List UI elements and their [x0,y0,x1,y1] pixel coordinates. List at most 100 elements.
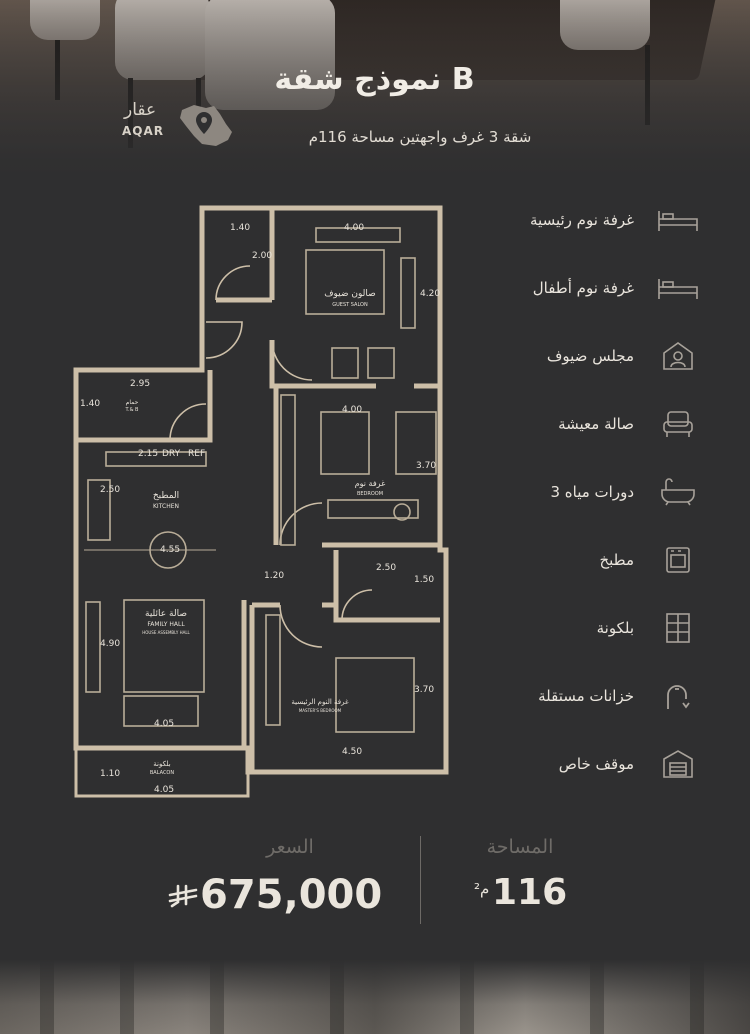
room-label: صالة عائلية [145,609,187,619]
feature-item: صالة معيشة [470,404,700,444]
feature-label: مطبخ [599,551,634,569]
door-arc [205,321,243,359]
room-label: حمام [126,399,139,406]
aqar-logo[interactable]: عقار AQAR [120,100,250,150]
salon-rug [305,249,385,315]
room-label: غرفة النوم الرئيسية [291,698,349,706]
dim: 2.00 [252,251,272,261]
wall-bath-2 [76,370,213,443]
hall-rug [123,599,205,693]
dim: 4.05 [154,785,174,795]
dim: 3.70 [416,461,436,471]
area-unit: م² [474,880,490,898]
feature-label: غرفة نوم رئيسية [530,211,634,229]
logo-english: AQAR [122,124,165,138]
chair-round [393,503,411,521]
room-label-sub: HOUSE ASSEMBLY HALL [142,630,190,635]
hall-sofa-bottom [123,695,199,727]
room-label: غرفة نوم [355,479,386,488]
feature-item: مجلس ضيوف [470,336,700,376]
saudi-map-icon [180,105,232,146]
sofa-icon [656,407,700,441]
wall-bath-3 [333,550,440,623]
wardrobe [280,394,296,546]
dim: 4.20 [420,289,440,299]
bed-icon [656,271,700,305]
feature-item: بلكونة [470,608,700,648]
salon-sofa-top [315,227,401,243]
feature-item: خزانات مستقلة [470,676,700,716]
feature-item: غرفة نوم أطفال [470,268,700,308]
logo-arabic: عقار [124,100,157,120]
dim: 1.10 [100,769,120,779]
master-bed [335,657,415,733]
window-icon [656,611,700,645]
area-value: 116 [492,872,568,913]
wall-bedroom [273,386,440,548]
wall-balcony [74,748,250,798]
price-value: 675,000 [200,872,383,918]
feature-label: بلكونة [596,619,634,637]
area-label: المساحة [486,836,554,858]
dim: 4.05 [154,719,174,729]
kitchen-dry: DRY [162,449,181,459]
room-label: بلكونة [153,760,171,768]
page-title: نموذج شقة B [274,62,476,97]
hero-shade [0,0,750,180]
feature-item: غرفة نوم رئيسية [470,200,700,240]
feature-label: غرفة نوم أطفال [532,279,634,297]
salon-sofa-right [400,257,416,329]
feature-label: مجلس ضيوف [546,347,634,365]
bottom-photo [0,960,750,1034]
feature-label: موقف خاص [558,755,634,773]
feature-label: خزانات مستقلة [538,687,634,705]
feature-label: صالة معيشة [558,415,634,433]
door-arc [279,604,323,648]
hall-sofa [85,601,101,693]
wardrobe [265,614,281,726]
floor-plan: 1.40 2.00 4.00 4.20 2.95 1.40 4.00 3.70 … [73,205,449,798]
bed [395,411,437,475]
door-arc [169,403,207,441]
dim: 4.00 [342,405,362,415]
dim: 1.40 [80,399,100,409]
room-label-en: BALACON [150,770,175,776]
wall-master [249,602,336,772]
kitchen-icon [656,543,700,577]
dim: 2.50 [100,485,120,495]
dim: 2.50 [376,563,396,573]
dim: 2.95 [130,379,150,389]
garage-icon [656,747,700,781]
hero-photo [0,0,750,180]
room-label-en: KITCHEN [153,503,179,510]
room-label-en: GUEST SALON [332,302,368,308]
feature-item: مطبخ [470,540,700,580]
dim: 4.90 [100,639,120,649]
bed-icon [656,203,700,237]
divider [420,836,421,924]
dim: 4.55 [160,545,180,555]
dim: 1.20 [264,571,284,581]
bed [320,411,370,475]
salon-chair [367,347,395,379]
room-label: المطبخ [153,491,179,501]
door-arc [215,265,251,301]
dim: 4.50 [342,747,362,757]
riyal-icon [168,884,198,908]
dim: 4.00 [344,223,364,233]
room-label-en: MASTER'S BEDROOM [299,708,342,713]
outer-wall [73,205,449,775]
feature-label: 3 دورات مياه [550,483,634,501]
room-label-en: BEDROOM [357,491,383,497]
kitchen-ref: REF [188,449,205,459]
feature-item: موقف خاص [470,744,700,784]
price-label: السعر [266,836,314,858]
dim: 1.40 [230,223,250,233]
feature-item: 3 دورات مياه [470,472,700,512]
guest-icon [656,339,700,373]
salon-chair [331,347,359,379]
door-arc [271,339,313,381]
dining-table [149,531,187,569]
door-arc [279,502,323,546]
room-label-en: FAMILY HALL [147,621,185,628]
